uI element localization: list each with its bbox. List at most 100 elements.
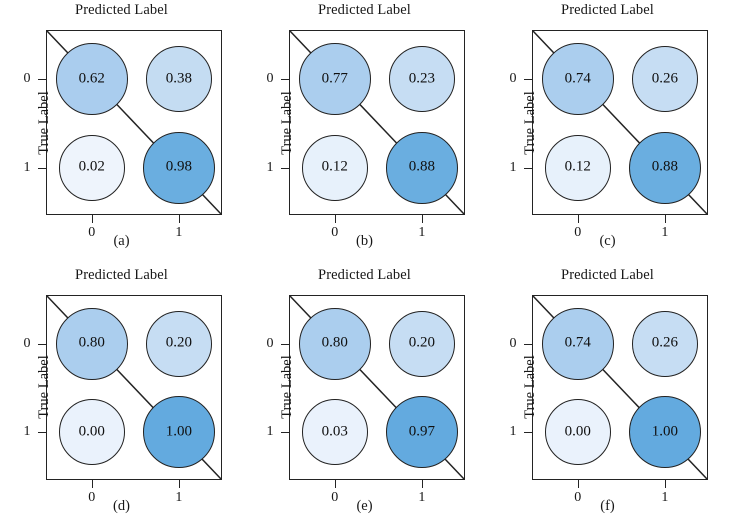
matrix-cell-value: 1.00 — [651, 423, 678, 440]
y-tick-label: 1 — [23, 424, 31, 440]
y-tick — [524, 167, 532, 169]
x-tick — [334, 215, 336, 223]
matrix-cell-value: 0.26 — [651, 70, 678, 87]
y-tick — [524, 343, 532, 345]
x-tick — [421, 215, 423, 223]
y-tick — [38, 79, 46, 81]
x-tick — [421, 479, 423, 488]
matrix-cell-value: 0.03 — [321, 423, 348, 440]
y-axis-label: True Label — [36, 355, 52, 419]
matrix-cell-value: 0.02 — [78, 158, 105, 175]
panel-title: Predicted Label — [75, 2, 168, 18]
y-tick-label: 1 — [266, 159, 274, 175]
x-tick-label: 0 — [574, 489, 582, 505]
y-tick — [38, 343, 46, 345]
matrix-cell-value: 0.88 — [408, 158, 435, 175]
y-axis-label: True Label — [522, 355, 538, 419]
y-tick-label: 0 — [23, 335, 31, 351]
x-tick — [178, 215, 180, 223]
matrix-cell-value: 0.23 — [408, 70, 435, 87]
matrix-cell: 0.62 — [55, 43, 128, 116]
matrix-cell: 0.23 — [388, 46, 455, 113]
matrix-cell: 0.26 — [631, 310, 698, 377]
x-tick-label: 1 — [175, 225, 183, 240]
matrix-cell: 0.77 — [298, 43, 371, 116]
x-tick — [178, 479, 180, 488]
panel-a: Predicted Label 0 1 0 1 True Label 0.62 0.38 0.0… — [0, 0, 243, 265]
matrix-cell: 0.00 — [58, 399, 125, 466]
matrix-cell: 1.00 — [142, 396, 215, 469]
panel-title: Predicted Label — [75, 266, 168, 283]
y-tick — [524, 432, 532, 434]
plot-area: 0 1 0 1 True Label 0.62 0.38 0.02 0.98 — [24, 30, 222, 240]
x-tick — [91, 479, 93, 488]
y-tick-label: 0 — [509, 71, 517, 87]
y-axis-label: True Label — [522, 90, 538, 155]
matrix-cell-value: 0.97 — [408, 423, 435, 440]
y-tick — [281, 343, 289, 345]
y-tick-label: 1 — [266, 424, 274, 440]
matrix-cell: 0.03 — [301, 399, 368, 466]
panel-caption: (a) — [113, 233, 130, 249]
x-tick-label: 1 — [418, 489, 426, 505]
matrix-cell: 0.88 — [628, 131, 701, 204]
y-tick — [524, 79, 532, 81]
matrix-cell: 0.12 — [301, 134, 368, 201]
y-axis-label: True Label — [36, 90, 52, 155]
matrix-cell-value: 0.20 — [408, 334, 435, 351]
matrix-cell: 0.80 — [298, 307, 371, 380]
x-tick-label: 0 — [88, 225, 96, 240]
matrix-cell-value: 0.77 — [321, 70, 348, 87]
y-tick — [281, 432, 289, 434]
x-tick-label: 0 — [88, 489, 96, 505]
x-tick-label: 1 — [418, 225, 426, 240]
y-tick-label: 0 — [23, 71, 31, 87]
x-tick-label: 1 — [661, 489, 669, 505]
panel-title: Predicted Label — [561, 2, 654, 18]
matrix-cell-value: 0.38 — [165, 70, 192, 87]
matrix-cell-value: 0.88 — [651, 158, 678, 175]
panel-caption: (e) — [356, 497, 373, 514]
y-tick — [281, 79, 289, 81]
matrix-cell-value: 1.00 — [165, 423, 192, 440]
x-tick — [664, 479, 666, 488]
matrix-cell: 0.00 — [544, 399, 611, 466]
matrix-cell: 0.98 — [142, 131, 215, 204]
matrix-cell-value: 0.74 — [564, 334, 591, 351]
matrix-cell: 0.20 — [145, 310, 212, 377]
x-tick-label: 1 — [175, 489, 183, 505]
matrix-cell: 0.88 — [385, 131, 458, 204]
y-tick-label: 1 — [23, 159, 31, 175]
y-axis-label: True Label — [279, 355, 295, 419]
matrix-cell: 0.74 — [541, 307, 614, 380]
x-tick-label: 0 — [574, 225, 582, 240]
matrix-cell: 0.74 — [541, 43, 614, 116]
matrix-cell-value: 0.12 — [564, 158, 591, 175]
panel-title: Predicted Label — [561, 266, 654, 283]
matrix-cell-value: 0.80 — [321, 334, 348, 351]
matrix-cell: 0.38 — [145, 46, 212, 113]
y-tick — [38, 167, 46, 169]
x-tick-label: 0 — [331, 225, 339, 240]
matrix-cell-value: 0.00 — [564, 423, 591, 440]
panel-caption: (b) — [356, 233, 373, 249]
y-tick-label: 0 — [509, 335, 517, 351]
matrix-cell-value: 0.98 — [165, 158, 192, 175]
y-tick — [281, 167, 289, 169]
y-tick — [38, 432, 46, 434]
matrix-cell-value: 0.62 — [78, 70, 105, 87]
matrix-cell: 0.80 — [55, 307, 128, 380]
matrix-cell: 0.26 — [631, 46, 698, 113]
panel-caption: (d) — [113, 497, 130, 514]
panel-title: Predicted Label — [318, 2, 411, 18]
matrix-cell-value: 0.74 — [564, 70, 591, 87]
